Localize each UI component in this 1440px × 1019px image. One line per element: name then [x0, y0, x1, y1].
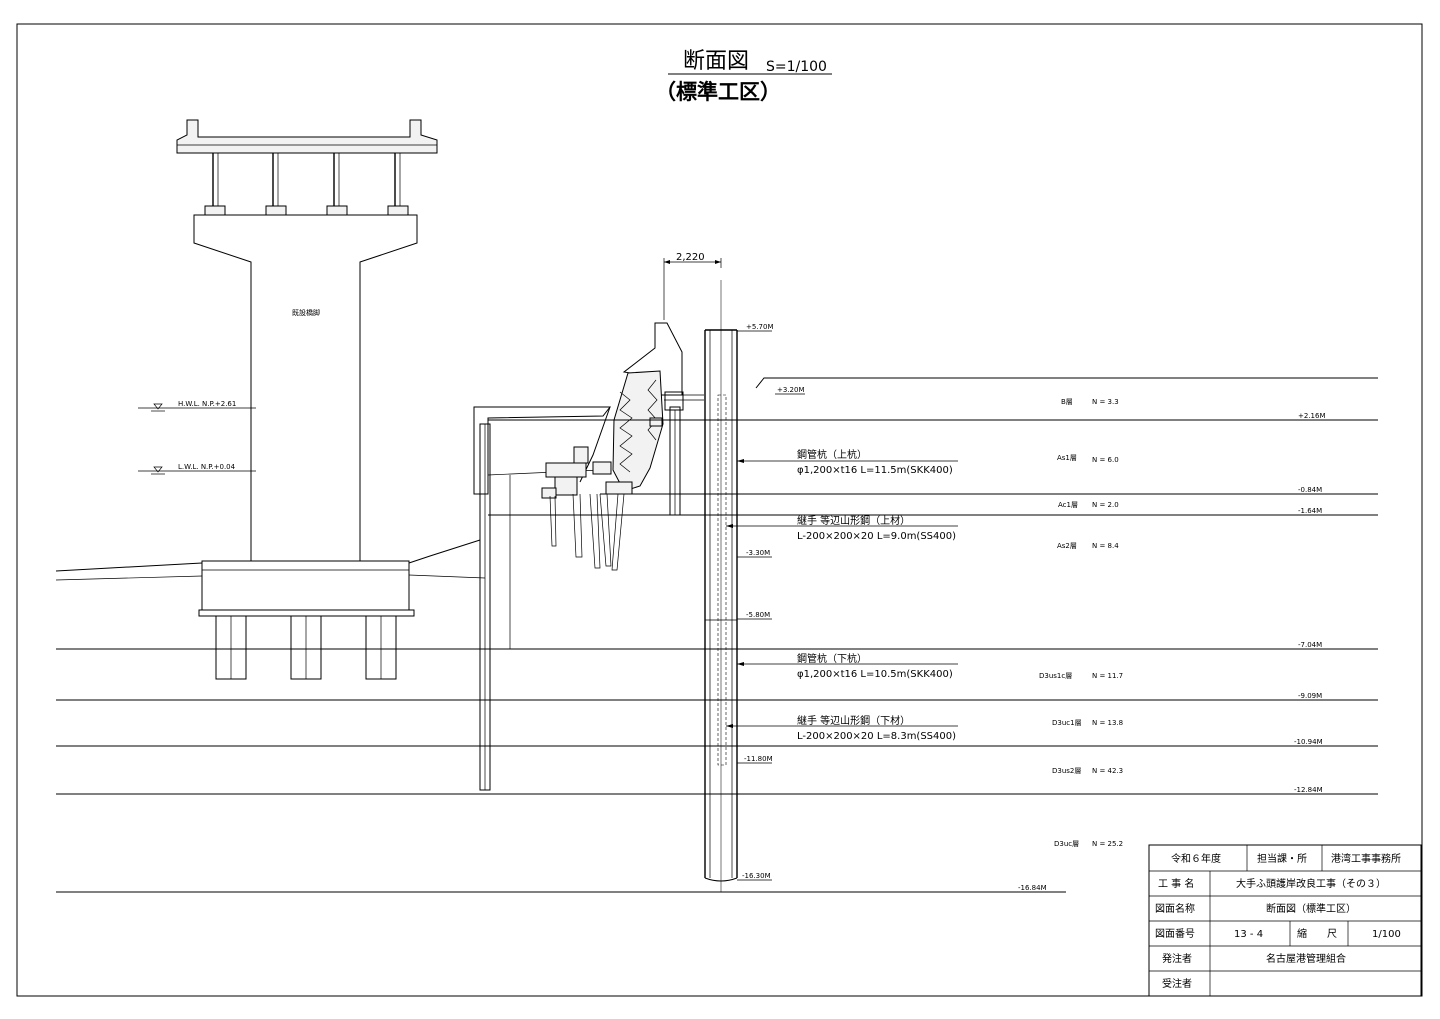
layer-elev-d3us2: -12.84M — [1294, 786, 1323, 794]
tb-client: 名古屋港管理組合 — [1266, 952, 1346, 965]
layer-n-d3us2: N = 42.3 — [1092, 767, 1123, 775]
tb-office: 港湾工事事務所 — [1331, 852, 1401, 865]
tb-drawing-no-label: 図面番号 — [1155, 928, 1195, 940]
elev-crest: +3.20M — [777, 386, 805, 394]
layer-name-d3us2: D3us2層 — [1052, 767, 1081, 775]
title-block: 令和６年度 担当課・所 港湾工事事務所 工 事 名 大手ふ頭護岸改良工事（その３… — [1148, 844, 1422, 997]
tb-client-label: 発注者 — [1162, 952, 1192, 965]
dimension-label: 2,220 — [676, 252, 705, 263]
pier-footing — [198, 560, 415, 680]
pier-label: 既設橋脚 — [292, 308, 320, 317]
layer-name-d3us1c: D3us1c層 — [1039, 672, 1072, 680]
elev-neg-5-80: -5.80M — [746, 611, 770, 619]
tb-drawing-no: 13 - 4 — [1234, 929, 1263, 940]
existing-seawall — [473, 322, 704, 791]
tb-drawing-name-label: 図面名称 — [1155, 902, 1195, 915]
upper-joint-title: 継手 等辺山形鋼（上材） — [797, 514, 910, 527]
elev-bottom: -16.84M — [1018, 884, 1047, 892]
existing-pier: 既設橋脚 — [193, 214, 418, 562]
layer-n-d3uc: N = 25.2 — [1092, 840, 1123, 848]
layer-n-as1: N = 6.0 — [1092, 456, 1119, 464]
tb-scale-label: 縮 尺 — [1297, 927, 1337, 940]
soil-layer-labels: B層 N = 3.3 As1層 N = 6.0 Ac1層 N = 2.0 As2… — [1039, 398, 1123, 848]
tb-scale-value: 1/100 — [1372, 929, 1401, 940]
upper-pile-spec: φ1,200×t16 L=11.5m(SKK400) — [797, 465, 953, 476]
tb-year: 令和６年度 — [1171, 852, 1221, 865]
lower-joint-title: 継手 等辺山形鋼（下材） — [797, 714, 910, 727]
layer-elevation-labels: +2.16M -0.84M -1.64M -7.04M -9.09M -10.9… — [1018, 412, 1326, 892]
layer-elev-ac1: -1.64M — [1298, 507, 1322, 515]
drawing-scale: S=1/100 — [766, 59, 827, 75]
tb-contractor-label: 受注者 — [1162, 977, 1192, 990]
layer-n-d3us1c: N = 11.7 — [1092, 672, 1123, 680]
hwl-label: H.W.L. N.P.+2.61 — [178, 400, 236, 408]
upper-pile-title: 鋼管杭（上杭） — [797, 448, 867, 461]
upper-joint-spec: L-200×200×20 L=9.0m(SS400) — [797, 531, 956, 542]
layer-n-d3uc1: N = 13.8 — [1092, 719, 1123, 727]
lower-joint-spec: L-200×200×20 L=8.3m(SS400) — [797, 731, 956, 742]
pile-elevation-marks: +5.70M +3.20M -3.30M -5.80M -11.80M -16.… — [737, 323, 1378, 881]
layer-n-ac1: N = 2.0 — [1092, 501, 1119, 509]
layer-n-as2: N = 8.4 — [1092, 542, 1119, 550]
drawing-subtitle: （標準工区） — [655, 80, 781, 104]
layer-name-b: B層 — [1061, 398, 1073, 406]
callouts: 鋼管杭（上杭） φ1,200×t16 L=11.5m(SKK400) 継手 等辺… — [726, 448, 958, 742]
layer-name-as1: As1層 — [1057, 454, 1077, 462]
steel-pipe-pile: 2,220 — [663, 252, 738, 892]
layer-name-as2: As2層 — [1057, 542, 1077, 550]
lower-pile-spec: φ1,200×t16 L=10.5m(SKK400) — [797, 669, 953, 680]
elev-pile-top: +5.70M — [746, 323, 774, 331]
bridge-superstructure — [176, 119, 438, 216]
drawing-title: 断面図 — [683, 49, 749, 74]
layer-elev-d3us1c: -9.09M — [1298, 692, 1322, 700]
layer-elev-b: +2.16M — [1298, 412, 1326, 420]
layer-n-b: N = 3.3 — [1092, 398, 1119, 406]
lwl-label: L.W.L. N.P.+0.04 — [178, 463, 236, 471]
soil-layer-lines — [56, 419, 1378, 893]
layer-name-d3uc: D3uc層 — [1054, 840, 1079, 848]
layer-name-d3uc1: D3uc1層 — [1052, 719, 1082, 727]
elev-neg-3-30: -3.30M — [746, 549, 770, 557]
water-levels: H.W.L. N.P.+2.61 L.W.L. N.P.+0.04 — [138, 400, 256, 475]
seabed-profile — [55, 539, 486, 795]
layer-elev-as2: -7.04M — [1298, 641, 1322, 649]
elev-pile-toe: -16.30M — [742, 872, 771, 880]
tb-drawing-name: 断面図（標準工区） — [1266, 902, 1356, 915]
layer-elev-d3uc1: -10.94M — [1294, 738, 1323, 746]
lower-pile-title: 鋼管杭（下杭） — [797, 652, 867, 665]
layer-elev-as1: -0.84M — [1298, 486, 1322, 494]
tb-work-name-label: 工 事 名 — [1158, 877, 1194, 890]
elev-neg-11-80: -11.80M — [744, 755, 773, 763]
layer-name-ac1: Ac1層 — [1058, 501, 1078, 509]
tb-work-name: 大手ふ頭護岸改良工事（その３） — [1236, 877, 1386, 890]
tb-dept: 担当課・所 — [1257, 852, 1307, 865]
sheet-border — [16, 23, 1423, 997]
